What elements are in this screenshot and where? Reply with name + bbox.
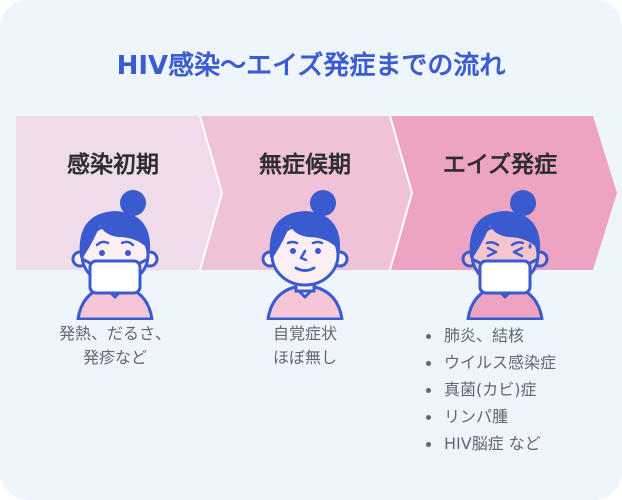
- smiling-person-icon: [261, 190, 349, 320]
- stage-divider-2: [389, 115, 414, 271]
- stage-label-aids-onset: エイズ発症: [442, 152, 558, 178]
- stage-arrow-3: [390, 116, 617, 270]
- symptom-item: HIV脳症 など: [424, 430, 556, 457]
- stage-label-asymptomatic: 無症候期: [259, 152, 351, 178]
- symptom-item: 肺炎、結核: [424, 322, 556, 349]
- symptom-item: リンパ腫: [424, 403, 556, 430]
- description-line: 発疹など: [82, 348, 147, 367]
- description-line: 自覚症状: [272, 324, 337, 343]
- suffering-masked-person-icon: [461, 190, 549, 320]
- stage-divider-1: [199, 115, 224, 271]
- stage-arrow-2: [200, 116, 412, 270]
- symptom-item: 真菌(カビ)症: [424, 376, 556, 403]
- early-infection-description: 発熱、だるさ、 発疹など: [20, 322, 210, 370]
- symptom-item: ウイルス感染症: [424, 349, 556, 376]
- description-line: ほぼ無し: [272, 348, 337, 367]
- stage-label-early-infection: 感染初期: [67, 152, 159, 178]
- stage-arrow-1: [16, 116, 222, 270]
- diagram-title: HIV感染〜エイズ発症までの流れ: [116, 51, 506, 81]
- asymptomatic-description: 自覚症状 ほぼ無し: [210, 322, 400, 370]
- worried-masked-person-icon: [71, 190, 159, 320]
- aids-symptom-list: 肺炎、結核 ウイルス感染症 真菌(カビ)症 リンパ腫 HIV脳症 など: [424, 322, 556, 457]
- description-line: 発熱、だるさ、: [58, 324, 171, 343]
